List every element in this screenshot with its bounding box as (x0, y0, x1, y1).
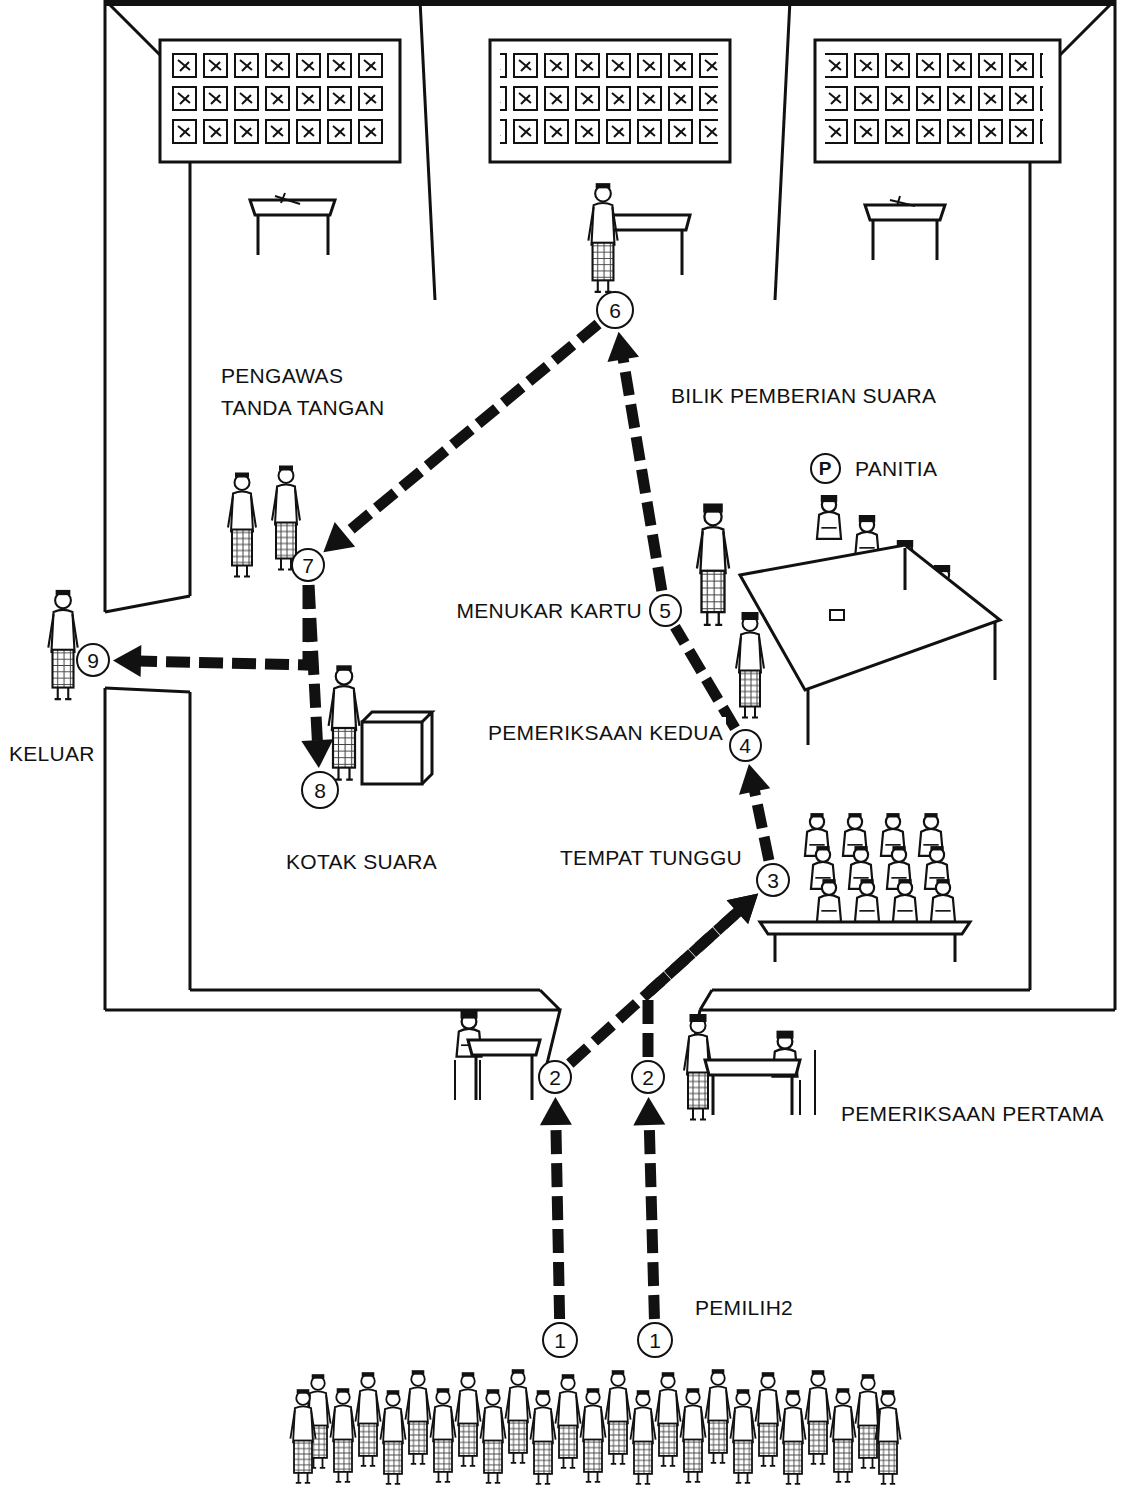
committee-table (697, 496, 1000, 745)
step-circle: 5 (649, 594, 682, 627)
dashed-arrow (648, 893, 758, 1057)
voter-crowd (290, 1369, 900, 1484)
dashed-line (556, 1123, 560, 1319)
dashed-arrow (323, 324, 598, 552)
dashed-line (675, 627, 735, 728)
step-circle: 1 (637, 1322, 673, 1358)
step-circle: 4 (729, 729, 762, 762)
step-circle: 8 (301, 771, 339, 809)
dashed-line (343, 324, 598, 536)
step-number: 2 (642, 1067, 654, 1088)
step-circle: 1 (542, 1322, 578, 1358)
arrow-head (323, 522, 355, 552)
room-walls (105, 0, 1115, 1075)
dashed-arrow (570, 893, 758, 1063)
dashed-arrow (607, 332, 661, 591)
step-circle: 3 (756, 863, 790, 897)
arrow-head (739, 764, 770, 795)
step-number: 3 (767, 870, 779, 891)
dashed-line (570, 911, 739, 1064)
arrow-head (727, 893, 759, 924)
signature-supervisors (228, 466, 300, 577)
step-number: 6 (609, 300, 621, 321)
dashed-line (649, 1123, 654, 1319)
step-circle: 2 (538, 1060, 572, 1094)
dashed-line (623, 357, 662, 590)
station-label: PENGAWAS TANDA TANGAN (218, 360, 404, 424)
committee-marker: P (810, 453, 841, 484)
ballot-box (329, 665, 432, 784)
voter-at-booth (588, 183, 617, 292)
step-circle: 2 (631, 1060, 665, 1094)
station-label: KOTAK SUARA (283, 846, 440, 878)
ballot-posters (160, 40, 1060, 162)
station-label: PEMERIKSAAN PERTAMA (838, 1098, 1107, 1130)
dashed-arrow (113, 585, 308, 677)
arrow-head (607, 332, 639, 362)
step-circle: 9 (76, 643, 110, 677)
dashed-arrow (301, 585, 333, 768)
step-number: P (819, 459, 832, 478)
station-label: MENUKAR KARTU (453, 595, 645, 627)
station-label: KELUAR (6, 738, 98, 770)
dashed-line (139, 585, 308, 665)
arrow-head (633, 1097, 665, 1125)
exiting-voter (48, 590, 77, 699)
step-circle: 7 (291, 548, 325, 582)
dashed-arrow (633, 1097, 665, 1319)
dashed-line (648, 911, 739, 1057)
step-circle: 6 (596, 291, 634, 329)
step-number: 1 (554, 1330, 566, 1351)
station-label: PEMERIKSAAN KEDUA (485, 717, 726, 749)
station-label: PEMILIH2 (692, 1292, 796, 1324)
first-check-tables (455, 1012, 815, 1119)
dashed-line (754, 790, 769, 861)
step-number: 5 (659, 600, 671, 621)
arrow-head (301, 739, 333, 768)
dashed-arrow (675, 627, 735, 728)
step-number: 8 (314, 780, 326, 801)
waiting-area (760, 813, 970, 962)
step-number: 1 (649, 1330, 661, 1351)
step-number: 2 (549, 1067, 561, 1088)
station-label: TEMPAT TUNGGU (557, 842, 745, 874)
station-label: BILIK PEMBERIAN SUARA (668, 380, 939, 412)
arrow-head (540, 1097, 572, 1125)
step-number: 9 (87, 650, 99, 671)
step-number: 7 (302, 555, 314, 576)
dashed-arrow (540, 1097, 572, 1319)
step-number: 4 (739, 735, 751, 756)
station-label: PANITIA (852, 453, 940, 485)
arrow-head (113, 645, 141, 677)
